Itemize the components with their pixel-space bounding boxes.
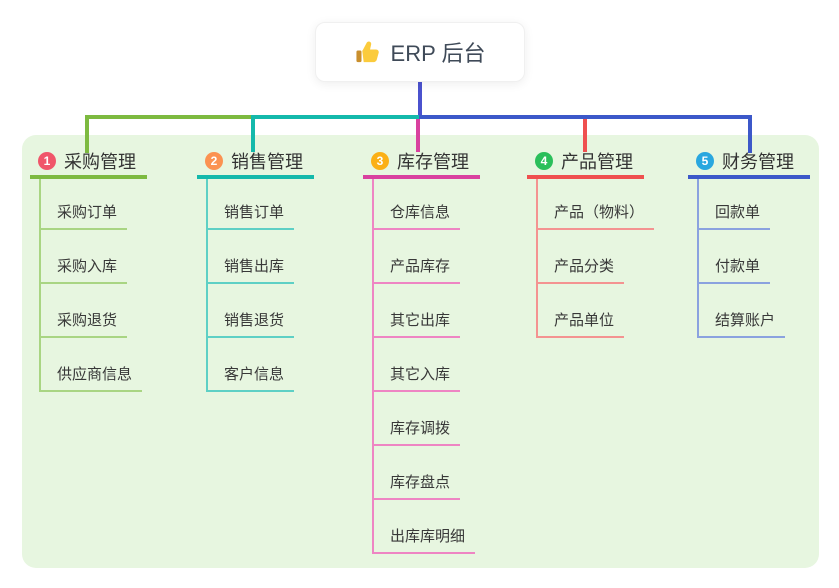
tree-node[interactable]: 回款单 [697,201,771,230]
branch-header-purchase[interactable]: 1 采购管理 [30,147,147,179]
branch-title: 库存管理 [397,152,469,172]
tree-node[interactable]: 产品分类 [536,255,625,284]
tree-node-slot: 采购退货 [30,284,147,338]
tree-node[interactable]: 采购订单 [39,201,128,230]
thumbs-up-icon [355,39,381,65]
number-badge: 3 [371,152,389,170]
branch-trunk-line [372,179,374,554]
tree-node[interactable]: 付款单 [697,255,771,284]
tree-node[interactable]: 其它出库 [372,309,461,338]
tree-node-slot: 销售退货 [197,284,314,338]
tree-node-slot: 采购入库 [30,230,147,284]
connector-drop-finance [748,115,752,153]
branch-trunk-line [206,179,208,392]
branch-header-product[interactable]: 4 产品管理 [527,147,644,179]
tree-node[interactable]: 采购入库 [39,255,128,284]
tree-node-slot: 采购订单 [30,179,147,230]
tree-node-slot: 库存盘点 [363,446,480,500]
tree-node-slot: 库存调拨 [363,392,480,446]
connector-hline-right [419,115,752,119]
number-badge: 4 [535,152,553,170]
tree-node-slot: 供应商信息 [30,338,147,392]
branch-column-finance: 5 财务管理 回款单 付款单 结算账户 [688,147,810,338]
branch-title: 财务管理 [722,152,794,172]
branch-title: 采购管理 [64,152,136,172]
tree-node[interactable]: 库存调拨 [372,417,461,446]
tree-node[interactable]: 销售退货 [206,309,295,338]
branches-panel [22,135,819,568]
tree-node-slot: 结算账户 [688,284,810,338]
tree-node[interactable]: 客户信息 [206,363,295,392]
tree-node-slot: 销售出库 [197,230,314,284]
connector-drop-sales [251,119,255,152]
branch-header-inventory[interactable]: 3 库存管理 [363,147,480,179]
branch-subtree: 仓库信息 产品库存 其它出库 其它入库 库存调拨 库存盘点 出库库明细 [363,179,480,554]
tree-node[interactable]: 库存盘点 [372,471,461,500]
connector-hline-purchase [85,115,251,119]
connector-drop-inventory [416,119,420,152]
tree-node-slot: 产品库存 [363,230,480,284]
connector-hline-sales [251,115,419,119]
branch-trunk-line [697,179,699,338]
branch-subtree: 采购订单 采购入库 采购退货 供应商信息 [30,179,147,392]
tree-node-slot: 其它出库 [363,284,480,338]
branch-column-purchase: 1 采购管理 采购订单 采购入库 采购退货 供应商信息 [30,147,147,392]
number-badge: 5 [696,152,714,170]
branch-header-sales[interactable]: 2 销售管理 [197,147,314,179]
tree-node[interactable]: 产品库存 [372,255,461,284]
branch-column-inventory: 3 库存管理 仓库信息 产品库存 其它出库 其它入库 库存调拨 库存盘点 出库库… [363,147,480,554]
root-node[interactable]: ERP 后台 [315,22,525,82]
tree-node[interactable]: 出库库明细 [372,525,476,554]
branch-title: 产品管理 [561,152,633,172]
tree-node[interactable]: 其它入库 [372,363,461,392]
connector-root-line [418,82,422,116]
branch-trunk-line [39,179,41,392]
tree-node[interactable]: 销售订单 [206,201,295,230]
connector-drop-purchase [85,115,89,153]
branch-column-product: 4 产品管理 产品（物料） 产品分类 产品单位 [527,147,655,338]
branch-subtree: 销售订单 销售出库 销售退货 客户信息 [197,179,314,392]
tree-node-slot: 出库库明细 [363,500,480,554]
tree-node-slot: 回款单 [688,179,810,230]
tree-node-slot: 客户信息 [197,338,314,392]
tree-node[interactable]: 采购退货 [39,309,128,338]
connector-drop-product [583,119,587,152]
tree-node[interactable]: 产品单位 [536,309,625,338]
tree-node-slot: 产品单位 [527,284,644,338]
tree-node[interactable]: 销售出库 [206,255,295,284]
branch-subtree: 产品（物料） 产品分类 产品单位 [527,179,655,338]
branch-column-sales: 2 销售管理 销售订单 销售出库 销售退货 客户信息 [197,147,314,392]
branch-header-finance[interactable]: 5 财务管理 [688,147,810,179]
tree-node-slot: 产品分类 [527,230,644,284]
branch-subtree: 回款单 付款单 结算账户 [688,179,810,338]
tree-node-slot: 付款单 [688,230,810,284]
tree-node[interactable]: 产品（物料） [536,201,655,230]
number-badge: 2 [205,152,223,170]
branch-trunk-line [536,179,538,338]
tree-node-slot: 产品（物料） [527,179,655,230]
tree-node-slot: 其它入库 [363,338,480,392]
tree-node[interactable]: 供应商信息 [39,363,143,392]
tree-node[interactable]: 仓库信息 [372,201,461,230]
tree-node-slot: 仓库信息 [363,179,480,230]
tree-node-slot: 销售订单 [197,179,314,230]
number-badge: 1 [38,152,56,170]
tree-node[interactable]: 结算账户 [697,309,786,338]
branch-title: 销售管理 [231,152,303,172]
root-title: ERP 后台 [390,41,486,66]
